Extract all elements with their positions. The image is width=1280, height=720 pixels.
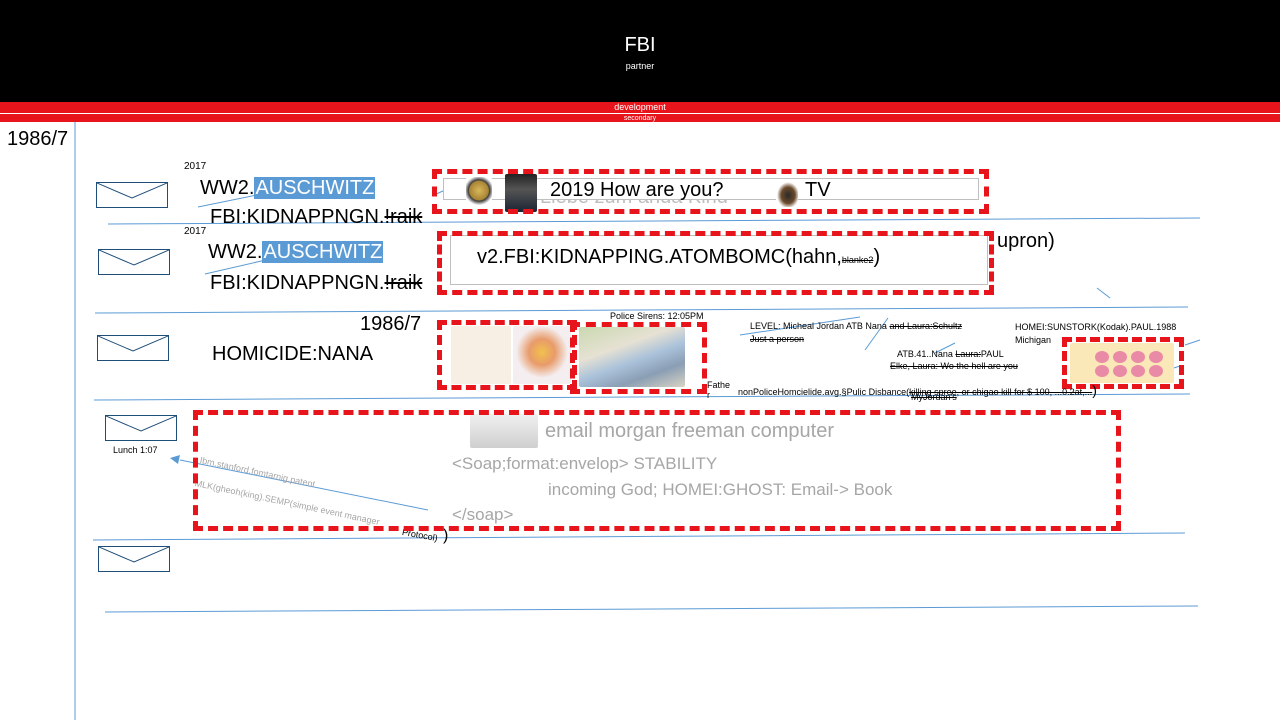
row3-sirens: Police Sirens: 12:05PM <box>610 311 704 321</box>
row1-prefix: WW2. <box>200 177 255 199</box>
row1-tv: TV <box>805 179 831 201</box>
row4-close: ) <box>443 527 449 544</box>
row3-atb41: ATB.41..Nana Laura:PAUL <box>897 349 1004 359</box>
row3-atb41-strike: Laura: <box>955 349 981 359</box>
police-badge-icon <box>466 177 492 207</box>
row2-line2-strike: !raik <box>384 272 423 294</box>
row2-inner-frame <box>450 235 988 285</box>
computer-thumb-icon <box>470 414 538 448</box>
row3-police-text: nonPoliceHomcielide.avg.§Pulic Disbance( <box>738 387 910 397</box>
row3-father: Fathe r <box>707 380 731 400</box>
row2-dashed-box[interactable] <box>437 231 994 295</box>
row1-line2-strike: !raik <box>384 206 423 228</box>
row3-atb41-text: ATB.41..Nana <box>897 349 953 359</box>
row4-soap-body: incoming God; HOMEI:GHOST: Email-> Book <box>548 480 893 499</box>
row1-box-text: 2019 How are you? <box>550 179 724 201</box>
row3-dashed-box-c[interactable] <box>1062 337 1184 389</box>
shoe-photo-icon <box>579 327 685 387</box>
row3-myjordan: MyJordan's <box>911 392 957 402</box>
row3-police-close: ) <box>1092 382 1097 398</box>
row2-prefix: WW2. <box>208 241 263 263</box>
row1-line2-text: FBI:KIDNAPPNGN. <box>210 206 385 228</box>
row3-just: Just a person <box>750 334 805 344</box>
development-bar: development <box>0 102 1280 113</box>
row2-box-small: blanke2 <box>841 255 874 265</box>
row4-lunch: Lunch 1:07 <box>113 445 158 455</box>
row3-dashed-box-b[interactable] <box>570 322 707 394</box>
row2-title: WW2.AUSCHWITZ <box>208 241 384 264</box>
row4-dashed-box[interactable] <box>193 410 1121 531</box>
row4-soap-open: <Soap;format:envelop> STABILITY <box>452 454 718 473</box>
row1-year: 2017 <box>184 161 207 172</box>
page-title: FBI <box>624 34 656 56</box>
row3-elke: Elke, Laura: Wo the hell are you <box>890 361 1018 371</box>
row2-line2-text: FBI:KIDNAPPNGN. <box>210 272 385 294</box>
row3-michigan: Michigan <box>1015 335 1052 345</box>
row2-line2: FBI:KIDNAPPNGN.!raik <box>210 272 422 295</box>
row3-date: 1986/7 <box>360 313 422 335</box>
row3-dashed-box-a[interactable] <box>437 320 577 390</box>
envelope-icon[interactable] <box>98 546 170 572</box>
row1-dashed-box[interactable] <box>432 169 989 214</box>
row2-highlight: AUSCHWITZ <box>262 241 384 263</box>
row4-soap-close: </soap> <box>452 505 514 524</box>
row1-highlight: AUSCHWITZ <box>254 177 376 199</box>
row3-police: nonPoliceHomcielide.avg.§Pulic Disbance(… <box>738 382 1097 398</box>
bird-icon <box>776 181 798 207</box>
envelope-icon[interactable] <box>97 335 169 361</box>
header-banner: FBI partner <box>0 0 1280 102</box>
row3-label: HOMICIDE:NANA <box>212 343 374 365</box>
envelope-icon[interactable] <box>98 249 170 275</box>
row1-line2: FBI:KIDNAPPNGN.!raik <box>210 206 422 229</box>
envelope-icon[interactable] <box>96 182 168 208</box>
row2-right-text: upron) <box>997 230 1055 252</box>
row2-box-close: ) <box>873 246 881 268</box>
row1-title: WW2.AUSCHWITZ <box>200 177 376 200</box>
row1-inner-frame <box>443 178 979 200</box>
pink-pattern-icon <box>1070 343 1174 383</box>
row3-atb41-end: PAUL <box>980 349 1004 359</box>
secondary-bar: secondary <box>0 113 1280 122</box>
row3-level-text: LEVEL: Micheal Jordan ATB Nana <box>750 321 887 331</box>
left-date: 1986/7 <box>7 128 69 150</box>
pink-dots <box>1095 351 1163 377</box>
row4-email: email morgan freeman computer <box>545 420 835 442</box>
row2-box-text: v2.FBI:KIDNAPPING.ATOMBOMC(hahn,blanke2) <box>477 246 880 269</box>
row3-level: LEVEL: Micheal Jordan ATB Nana and Laura… <box>750 321 962 331</box>
cartoon-thumb-icon <box>513 326 571 384</box>
row2-box-main: v2.FBI:KIDNAPPING.ATOMBOMC(hahn, <box>477 246 842 268</box>
page-subtitle: partner <box>625 61 655 71</box>
envelope-icon[interactable] <box>105 415 177 441</box>
document-thumb-icon <box>451 326 511 384</box>
officer-photo-icon <box>505 174 537 212</box>
row3-homei: HOMEI:SUNSTORK(Kodak).PAUL.1988 <box>1015 322 1177 332</box>
row3-level-strike: and Laura:Schultz <box>889 321 962 331</box>
row3-police-strike: killing spree, or chigao kill for $ 100,… <box>909 387 1093 397</box>
row2-year: 2017 <box>184 226 207 237</box>
